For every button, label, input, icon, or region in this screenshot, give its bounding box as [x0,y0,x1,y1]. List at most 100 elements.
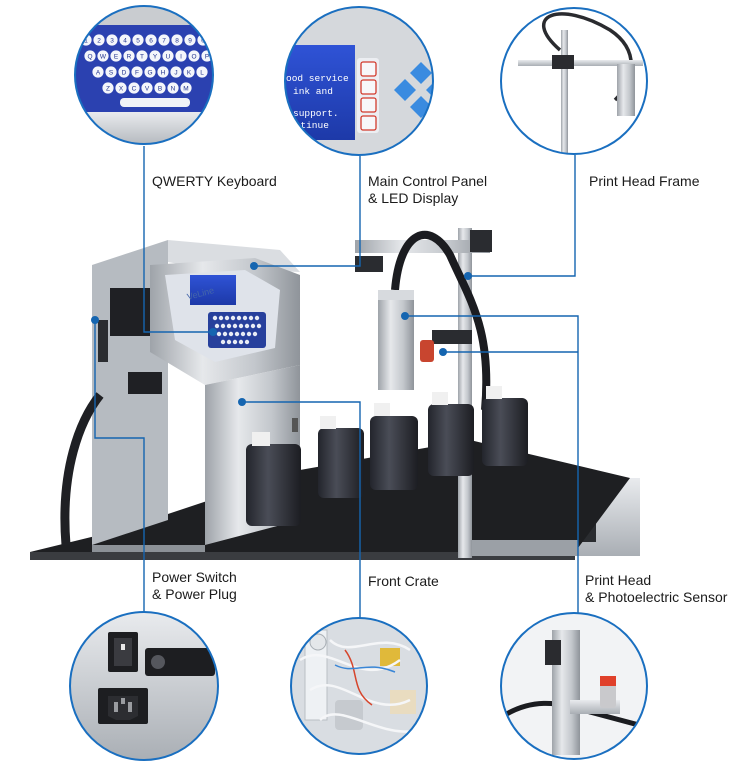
ink-bottle [428,404,474,476]
keyboard-key-label: O [191,54,196,61]
keyboard-key [175,50,187,62]
keyboard-key-label: 5 [136,38,140,45]
keyboard-key [196,66,208,78]
detail-circle-control-panel: ood service ink and support. ontinue [284,6,434,156]
ink-bottle [246,444,301,526]
keyboard-key-label: Z [106,86,110,93]
print-head-arm [355,240,490,253]
keyboard-key-label: L [200,70,204,77]
keyboard-key-label: E [114,54,119,61]
label-keyboard: QWERTY Keyboard [152,173,277,190]
keyboard-key-label: T [140,54,144,61]
leader-control-panel [254,156,361,267]
keyboard-key [184,34,196,46]
arrow-up-icon [410,62,432,84]
keyboard-key [144,66,156,78]
label-print-head-sensor-line-2: & Photoelectric Sensor [585,589,728,605]
arrow-left-icon [394,79,416,101]
keyboard-key-label: I [180,54,182,61]
label-front-crate-line-1: Front Crate [368,573,439,589]
keyboard-key-label: 1 [84,38,88,45]
keyboard-key-label: 4 [123,38,127,45]
keyboard-key [188,50,200,62]
keyboard-key [128,82,140,94]
keyboard-key-label: K [187,70,192,77]
keyboard-key-label: 3 [110,38,114,45]
label-print-head-sensor-line-1: Print Head [585,572,652,588]
keyboard-key-label: S [109,70,114,77]
screen-line-2: ink and [293,86,333,97]
screen-line-4: ontinue [289,120,329,131]
keyboard-key [167,82,179,94]
keyboard-key-label: 9 [188,38,192,45]
label-front-crate: Front Crate [368,573,439,590]
label-power-line-1: Power Switch [152,569,237,585]
keyboard-key-label: X [119,86,124,93]
screen-line-1: ood service [286,73,349,84]
keyboard-key-label: G [147,70,152,77]
keyboard-key [115,82,127,94]
panel-key [360,115,377,131]
keyboard-key-label: N [171,86,176,93]
keyboard-key-label: W [100,54,107,61]
sensor-bracket [432,330,472,344]
keyboard-key-label: B [158,86,162,93]
label-print-head-frame: Print Head Frame [589,173,699,190]
keyboard-key-label: 7 [162,38,166,45]
keyboard-key [106,34,118,46]
keyboard-key [93,34,105,46]
keyboard-key [118,66,130,78]
frame-post [561,30,568,154]
detail-circle-power [69,611,219,761]
print-head [378,290,414,390]
leader-keyboard [143,146,213,333]
ink-bottle [482,398,528,466]
space-key [120,98,190,107]
machine-illustration: VeLine [30,228,640,560]
keyboard-key [171,34,183,46]
keyboard-key [170,66,182,78]
keyboard-key [84,50,96,62]
keyboard-key-label: A [96,70,101,77]
label-control-panel-line-2: & LED Display [368,190,459,206]
leader-dots [91,262,472,406]
print-head-detail [617,64,635,116]
detail-circle-print-head-frame [500,7,648,155]
label-control-panel: Main Control Panel & LED Display [368,173,487,207]
keyboard-key [110,50,122,62]
detail-circle-front-crate [290,617,428,755]
keyboard-key [119,34,131,46]
keyboard-key [131,66,143,78]
keyboard-key [149,50,161,62]
keyboard-key [132,34,144,46]
ink-bottle [318,428,364,498]
detail-circle-print-head-sensor [500,612,648,760]
label-control-panel-line-1: Main Control Panel [368,173,488,189]
keyboard-key [105,66,117,78]
keyboard-key-label: J [174,70,177,77]
printer-lcd [190,275,236,305]
panel-key [360,97,377,113]
leader-lines [94,146,579,618]
keyboard-key-label: R [127,54,132,61]
keyboard-key [102,82,114,94]
keyboard-key [123,50,135,62]
ink-bottles [246,386,528,526]
keyboard-key-label: V [145,86,150,93]
keyboard-key-label: 2 [97,38,101,45]
keyboard-key [141,82,153,94]
photoelectric-sensor [420,340,434,362]
keyboard-key-label: F [135,70,139,77]
ink-hose [391,231,491,411]
keyboard-key-label: Y [153,54,158,61]
keyboard-key-label: C [132,86,137,93]
keyboard-key [97,50,109,62]
keyboard-key [157,66,169,78]
printer-keyboard [208,312,266,348]
keyboard-key-label: 6 [149,38,153,45]
keyboard-key [183,66,195,78]
keyboard-key-label: P [205,54,209,61]
keyboard-key-label: Q [87,54,92,61]
